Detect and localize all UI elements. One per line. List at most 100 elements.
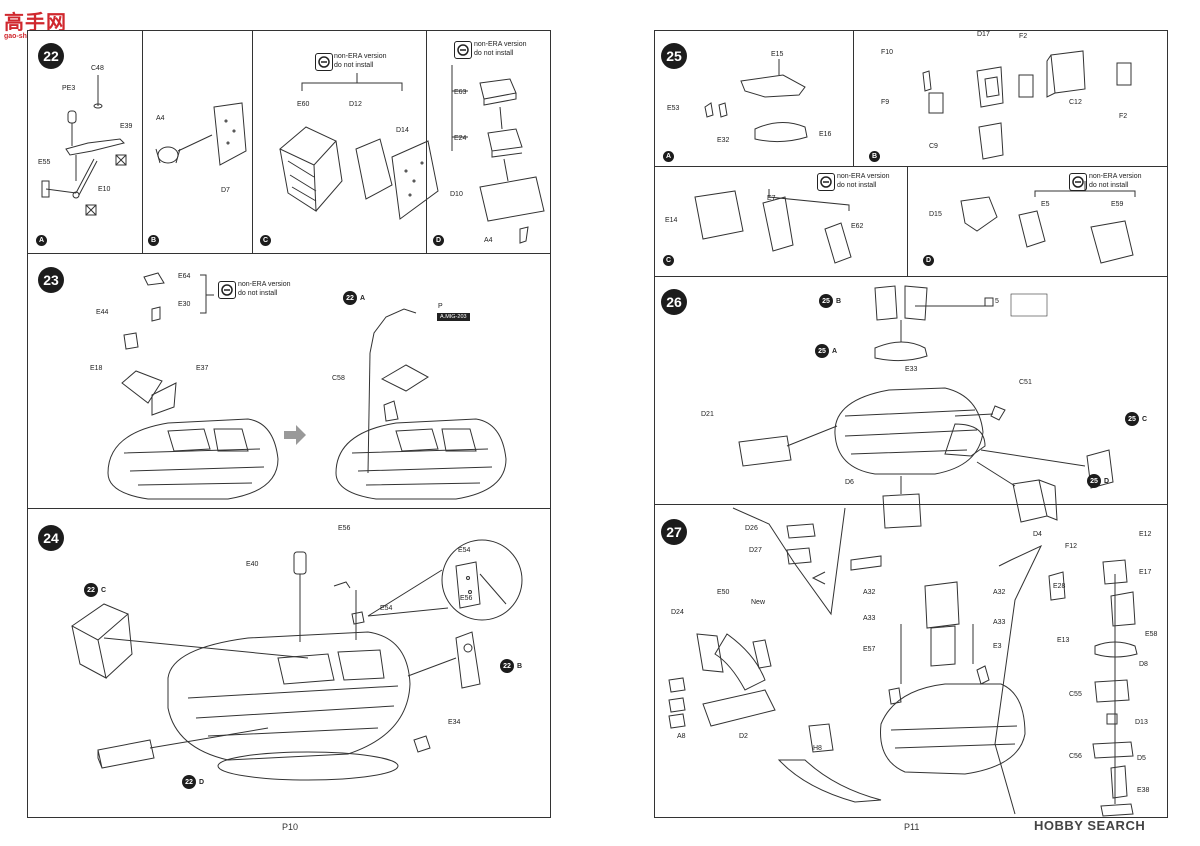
step-22-sub-a: A: [36, 235, 47, 246]
step-25-sub-c: C: [663, 255, 674, 266]
label-d27: D27: [749, 547, 762, 554]
label-c12: C12: [1069, 99, 1082, 106]
label-zoom-e54: E54: [458, 547, 471, 554]
label-d21: D21: [701, 411, 714, 418]
note-line1: non-ERA version: [1089, 173, 1142, 180]
label-e34: E34: [448, 719, 461, 726]
label-e12: E12: [1139, 531, 1152, 538]
left-page: 22 A B C D C48 PE3 E39 E55 E10: [27, 30, 551, 818]
ref-letter: D: [199, 778, 205, 786]
label-e37: E37: [196, 365, 209, 372]
ref-letter: A: [360, 294, 366, 302]
label-d10: D10: [450, 191, 463, 198]
label-e63: E63: [454, 89, 467, 96]
label-f12: F12: [1065, 543, 1078, 550]
label-c9: C9: [929, 143, 938, 150]
note-non-era: non-ERA version do not install: [837, 172, 890, 190]
label-e64: E64: [178, 273, 191, 280]
note-line2: do not install: [837, 182, 877, 189]
divider: [655, 166, 1167, 167]
label-f2: F2: [1019, 33, 1028, 40]
ref-22d: 22 D: [182, 775, 204, 789]
label-e60: E60: [297, 101, 310, 108]
ref-num: 22: [182, 775, 196, 789]
step-25-sub-d: D: [923, 255, 934, 266]
right-page: 25 A B C D E15 E53 E32: [654, 30, 1168, 818]
step-27-number: 27: [661, 519, 687, 545]
label-e18: E18: [90, 365, 103, 372]
label-c56: C56: [1069, 753, 1082, 760]
ref-num: 25: [815, 344, 829, 358]
ref-25a: 25 A: [815, 344, 837, 358]
divider: [907, 166, 908, 276]
ref-25b: 25 B: [819, 294, 841, 308]
label-d7: D7: [221, 187, 230, 194]
label-a4: A4: [156, 115, 165, 122]
label-e3: E3: [993, 643, 1002, 650]
note-non-era: non-ERA version do not install: [1089, 172, 1142, 190]
ref-num: 22: [343, 291, 357, 305]
step-26-drawing: [738, 285, 1114, 529]
note-line1: non-ERA version: [837, 173, 890, 180]
step-22-sub-b: B: [148, 235, 159, 246]
label-circled5: 5: [995, 298, 999, 305]
label-d14: D14: [396, 127, 409, 134]
label-e62: E62: [851, 223, 864, 230]
note-line1: non-ERA version: [238, 281, 291, 288]
label-e59: E59: [1111, 201, 1124, 208]
label-e55: E55: [38, 159, 51, 166]
label-e56: E56: [338, 525, 351, 532]
label-c55: C55: [1069, 691, 1082, 698]
ref-letter: D: [1104, 477, 1110, 485]
label-e32: E32: [717, 137, 730, 144]
label-d26: D26: [745, 525, 758, 532]
step-24-drawing: [71, 539, 523, 781]
label-e53: E53: [667, 105, 680, 112]
page-number-right: P11: [904, 822, 920, 832]
label-f9: F9: [881, 99, 890, 106]
step-22c-drawing: [279, 73, 439, 220]
label-a8: A8: [677, 733, 686, 740]
label-new: New: [751, 599, 766, 606]
ref-num: 25: [1125, 412, 1139, 426]
note-line2: do not install: [1089, 182, 1129, 189]
paint-badge: A.MIG-203: [437, 313, 470, 321]
watermark-logo: HOBBY SEARCH: [1034, 818, 1145, 833]
label-e44: E44: [96, 309, 109, 316]
ref-22b: 22 B: [500, 659, 522, 673]
label-zoom-e56: E56: [460, 595, 473, 602]
divider: [28, 253, 550, 254]
note-line2: do not install: [474, 50, 514, 57]
ref-25c: 25 C: [1125, 412, 1147, 426]
ref-letter: A: [832, 347, 838, 355]
no-install-icon: [315, 53, 333, 71]
divider: [28, 508, 550, 509]
note-line2: do not install: [334, 62, 374, 69]
step-27-drawing: [668, 507, 1138, 817]
divider: [252, 31, 253, 253]
no-install-icon: [218, 281, 236, 299]
step-22-number: 22: [38, 43, 64, 69]
divider: [142, 31, 143, 253]
label-e5: E5: [1041, 201, 1050, 208]
label-d13: D13: [1135, 719, 1148, 726]
step-25-number: 25: [661, 43, 687, 69]
label-p: P: [438, 303, 443, 310]
label-e14: E14: [665, 217, 678, 224]
label-e33: E33: [905, 366, 918, 373]
label-e38: E38: [1137, 787, 1150, 794]
label-e17: E17: [1139, 569, 1152, 576]
label-c51: C51: [1019, 379, 1032, 386]
label-d24: D24: [671, 609, 684, 616]
no-install-icon: [454, 41, 472, 59]
step-22-sub-d: D: [433, 235, 444, 246]
note-non-era: non-ERA version do not install: [334, 52, 387, 70]
label-d15: D15: [929, 211, 942, 218]
step-22b-drawing: [155, 102, 247, 166]
ref-letter: C: [1142, 415, 1148, 423]
step-22-sub-c: C: [260, 235, 271, 246]
label-d12: D12: [349, 101, 362, 108]
label-e16: E16: [819, 131, 832, 138]
label-e15: E15: [771, 51, 784, 58]
step-25-sub-a: A: [663, 151, 674, 162]
